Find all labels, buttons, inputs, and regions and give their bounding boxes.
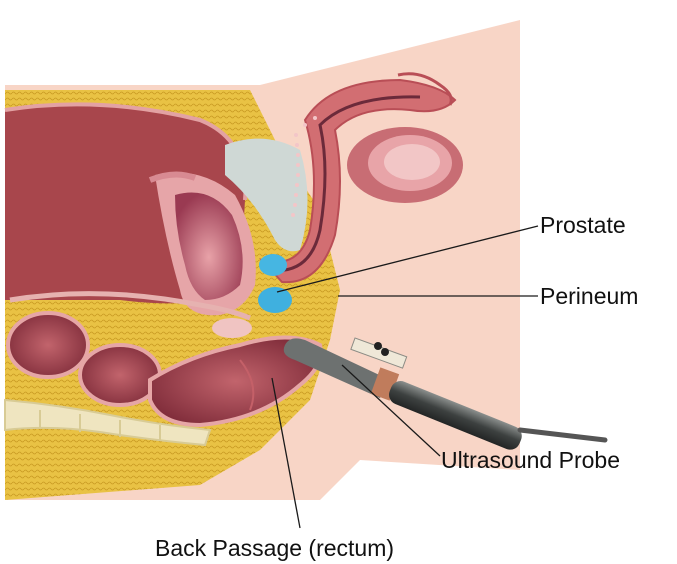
perineal-body (212, 318, 252, 338)
label-perineum: Perineum (540, 283, 638, 309)
label-ultrasound-probe: Ultrasound Probe (441, 447, 620, 473)
label-prostate: Prostate (540, 212, 626, 238)
bowel-loop-1 (8, 313, 88, 377)
label-rectum: Back Passage (rectum) (155, 535, 394, 561)
prostate-upper (259, 254, 287, 276)
testis-inner (384, 144, 440, 180)
probe-screw-1 (374, 342, 382, 350)
prostate-lower (258, 287, 292, 313)
probe-screw-2 (381, 348, 389, 356)
probe-cable (520, 430, 605, 440)
